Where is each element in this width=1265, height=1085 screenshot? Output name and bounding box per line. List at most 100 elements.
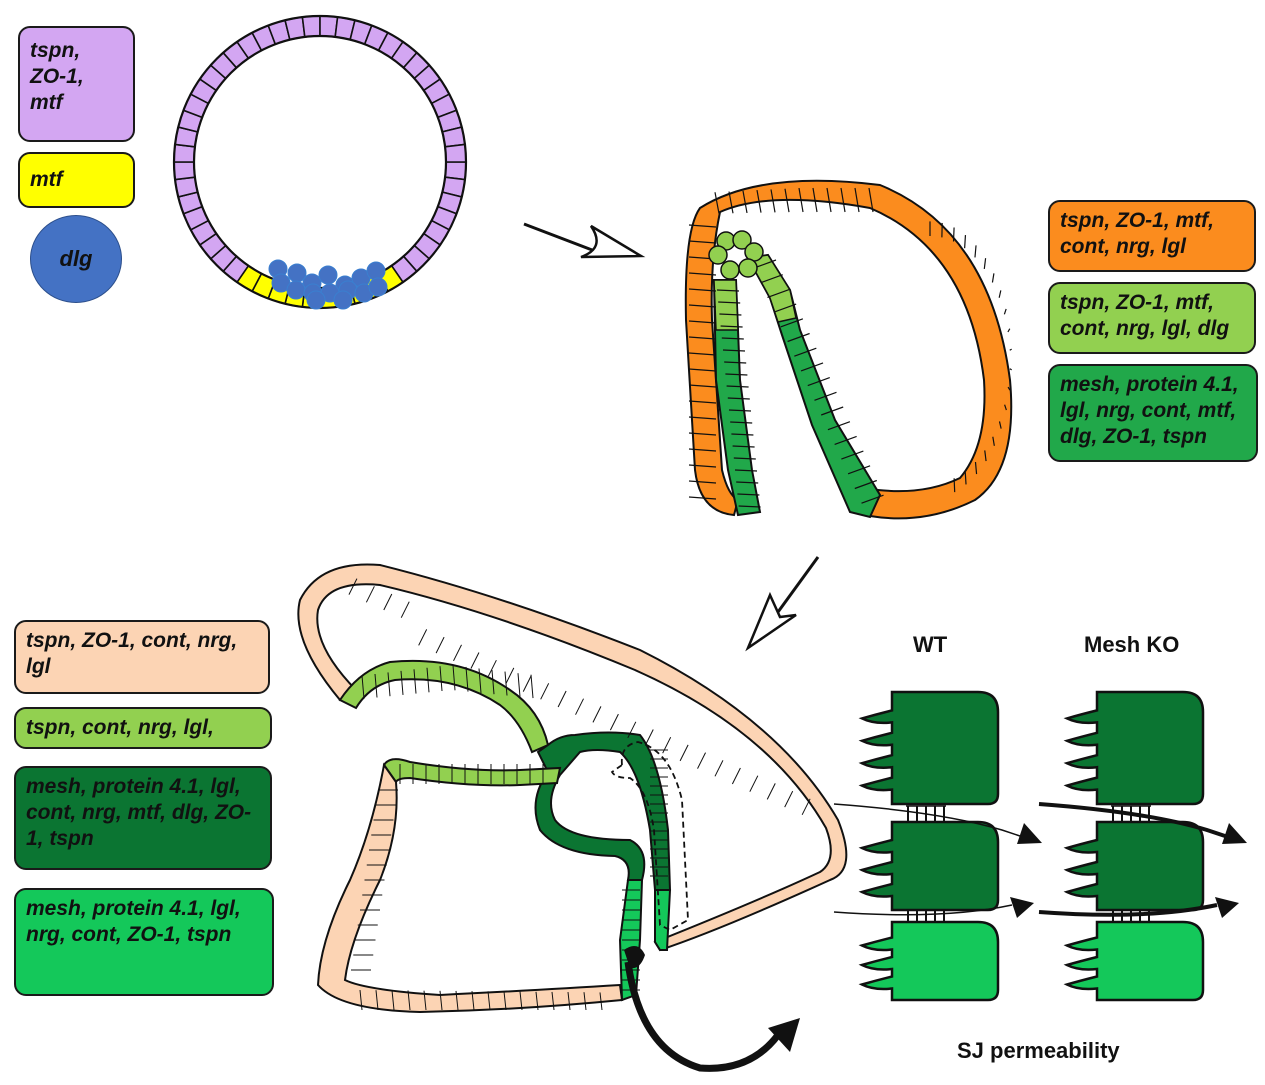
cell-boundary: [731, 767, 741, 785]
cell-boundary: [599, 992, 603, 1011]
cell-boundary: [374, 673, 378, 698]
dashed-region-outline: [610, 741, 689, 932]
cell-boundary: [688, 304, 717, 308]
legend-text: mesh, protein 4.1, lgl, nrg, cont, ZO-1,…: [26, 897, 241, 946]
cell-boundary: [719, 313, 742, 316]
cell-boundary: [733, 457, 756, 460]
cell-middle: [1063, 820, 1205, 912]
cell-boundary: [991, 273, 995, 283]
cell-boundary: [688, 352, 717, 356]
cell-boundary: [756, 190, 762, 213]
cell-boundary: [592, 706, 602, 723]
cell-boundary: [688, 384, 717, 388]
cell-boundary: [820, 406, 844, 416]
permeability-arrowhead: [1017, 823, 1042, 844]
sj-panel-wt: [833, 690, 1042, 1002]
cell-boundary: [780, 318, 804, 328]
cell-boundary: [868, 187, 874, 213]
cell-boundary: [583, 992, 587, 1011]
stage1-blastula: [172, 14, 468, 310]
cell-boundary: [714, 760, 724, 777]
cell-boundary: [551, 991, 555, 1011]
cell-boundary: [773, 303, 797, 313]
cell-boundary: [753, 259, 777, 269]
cell-boundary: [439, 666, 443, 692]
cell-boundary: [766, 783, 776, 800]
cell-boundary: [688, 496, 717, 500]
cell-boundary: [688, 320, 717, 324]
dlg-cell: [366, 261, 386, 281]
arrow-stage2-to-stage3: [745, 556, 820, 652]
cell-middle: [858, 820, 1000, 912]
cell-boundary: [998, 290, 1002, 298]
light-green-upper-band: [338, 659, 550, 754]
cell-boundary: [688, 416, 717, 420]
cell-boundary: [688, 288, 717, 292]
legend-mid-green: mesh, protein 4.1, lgl, nrg, cont, mtf, …: [1048, 364, 1258, 462]
cell-boundary: [391, 990, 395, 1011]
cell-boundary: [688, 400, 717, 404]
cell-boundary: [1007, 386, 1011, 391]
cell-boundary: [984, 450, 987, 462]
cell-boundary: [998, 421, 1002, 429]
ring-cell: [173, 161, 196, 181]
legend-yellow-mtf: mtf: [18, 152, 135, 208]
light-green-lower-band: [382, 758, 562, 787]
rosette-cells: [708, 230, 764, 280]
cell-boundary: [540, 683, 550, 700]
legend-text: tspn, ZO-1, cont, nrg, lgl: [26, 629, 238, 678]
cell-boundary: [847, 465, 871, 475]
cell-boundary: [348, 578, 358, 595]
cell-boundary: [522, 675, 532, 692]
cell-boundary: [727, 397, 750, 400]
sj-permeability-caption: SJ permeability: [957, 1038, 1120, 1063]
arrow-stage1-to-stage2: [523, 222, 646, 259]
cell-boundary: [720, 325, 743, 328]
cell-boundary: [722, 349, 746, 352]
permeability-arrow: [833, 904, 1013, 916]
ring-inner-edge: [192, 34, 448, 290]
permeability-arrow: [833, 803, 1033, 841]
cell-boundary: [471, 991, 475, 1011]
cell-boundary: [400, 601, 410, 618]
dlg-cell: [318, 265, 338, 285]
cell-top: [858, 690, 1000, 806]
cell-boundary: [1009, 368, 1012, 371]
dlg-cell: [368, 277, 388, 297]
cell-boundary: [478, 668, 482, 693]
cell-boundary: [814, 391, 837, 401]
cell-boundary: [383, 593, 393, 611]
cell-boundary: [841, 450, 864, 460]
cell-boundary: [974, 245, 977, 258]
cell-boundary: [418, 629, 428, 646]
cell-boundary: [749, 775, 759, 792]
legend-orange: tspn, ZO-1, mtf, cont, nrg, lgl: [1048, 200, 1256, 272]
cell-boundary: [861, 494, 884, 504]
cell-boundary: [452, 665, 456, 691]
cell-boundary: [770, 189, 776, 213]
cell-boundary: [854, 479, 878, 490]
cell-boundary: [826, 187, 832, 213]
cell-boundary: [627, 721, 637, 739]
cell-boundary: [688, 368, 717, 372]
cell-boundary: [728, 409, 752, 412]
cell-boundary: [992, 436, 995, 446]
legend-light-green-3: tspn, cont, nrg, lgl,: [14, 707, 272, 749]
cell-boundary: [974, 461, 978, 475]
cell-boundary: [644, 729, 654, 746]
cell-boundary: [407, 990, 411, 1011]
cell-boundary: [423, 990, 427, 1011]
peach-lower-epithelium: [316, 762, 624, 1014]
legend-text: tspn, ZO-1, mtf: [30, 39, 84, 114]
cell-boundary: [679, 744, 689, 762]
legend-text: mesh, protein 4.1, lgl, nrg, cont, mtf, …: [1060, 373, 1239, 448]
cell-boundary: [767, 288, 790, 298]
cell-boundary: [503, 991, 507, 1011]
sj-panel-mesh-ko: [1038, 690, 1247, 1002]
cell-boundary: [575, 698, 584, 715]
cell-boundary: [732, 445, 755, 448]
cell-boundary: [567, 992, 571, 1011]
cell-boundary: [487, 659, 497, 677]
bright-green-segment-right: [654, 889, 672, 951]
